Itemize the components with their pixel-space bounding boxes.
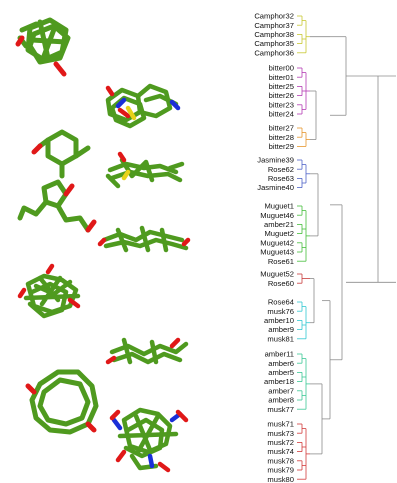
leaf-label: amber11 <box>265 350 294 359</box>
leaf-label: Camphor36 <box>254 48 294 57</box>
leaf-label: amber21 <box>264 220 294 229</box>
leaf-label: Muguet43 <box>260 248 294 257</box>
leaf-label: bitter00 <box>269 64 294 73</box>
leaf-label: Muguet52 <box>260 270 294 279</box>
leaf-label: musk71 <box>267 420 294 429</box>
leaf-label: amber10 <box>264 316 294 325</box>
leaf-label: amber6 <box>268 359 294 368</box>
leaf-label: Muguet42 <box>260 238 294 247</box>
leaf-label: musk80 <box>267 475 294 483</box>
leaf-label: bitter24 <box>269 110 294 119</box>
leaf-label: Rose62 <box>268 165 294 174</box>
leaf-label: Muguet46 <box>260 211 294 220</box>
leaf-label: bitter26 <box>269 91 294 100</box>
leaf-label: Camphor32 <box>254 12 294 21</box>
leaf-label: bitter01 <box>269 73 294 82</box>
leaf-label: bitter27 <box>269 124 294 133</box>
muguet-overlay <box>100 228 188 250</box>
leaf-label: Jasmine39 <box>257 156 294 165</box>
leaf-label: musk78 <box>267 456 294 465</box>
cyclohexanol <box>34 132 88 176</box>
musk-chain-overlay <box>108 340 186 362</box>
leaf-label: Rose63 <box>268 174 294 183</box>
leaf-label: Camphor38 <box>254 30 294 39</box>
leaf-label: musk72 <box>267 438 294 447</box>
nitro-musk-overlay <box>112 410 186 470</box>
leaf-label: amber18 <box>264 377 294 386</box>
leaf-label: Rose60 <box>268 279 294 288</box>
jasmonate-chain <box>20 182 94 230</box>
bitter-overlay <box>108 86 178 126</box>
leaf-label: amber9 <box>268 325 294 334</box>
leaf-label: bitter29 <box>269 142 294 151</box>
leaf-label: bitter28 <box>269 133 294 142</box>
dendrogram: Camphor32Camphor37Camphor38Camphor35Camp… <box>254 12 396 483</box>
leaf-label: amber5 <box>268 368 294 377</box>
leaf-label: musk74 <box>267 447 294 456</box>
jasmone-overlay <box>108 154 182 186</box>
camphor-overlay <box>18 20 68 74</box>
amber-overlay <box>20 266 78 316</box>
leaf-label: bitter23 <box>269 100 294 109</box>
molecule-panel <box>18 20 188 470</box>
macrocycle <box>28 372 96 432</box>
leaf-label: bitter25 <box>269 82 294 91</box>
leaf-label: musk77 <box>267 405 294 414</box>
leaf-label: amber7 <box>268 386 294 395</box>
leaf-label: Camphor35 <box>254 39 294 48</box>
leaf-label: Muguet1 <box>264 202 294 211</box>
leaf-label: Muguet2 <box>264 229 294 238</box>
leaf-label: Camphor37 <box>254 21 294 30</box>
leaf-label: amber8 <box>268 396 294 405</box>
leaf-label: Rose61 <box>268 257 294 266</box>
leaf-label: musk76 <box>267 307 294 316</box>
leaf-label: musk79 <box>267 466 294 475</box>
leaf-label: musk81 <box>267 334 294 343</box>
leaf-label: musk73 <box>267 429 294 438</box>
leaf-label: Rose64 <box>268 298 294 307</box>
leaf-label: Jasmine40 <box>257 183 294 192</box>
